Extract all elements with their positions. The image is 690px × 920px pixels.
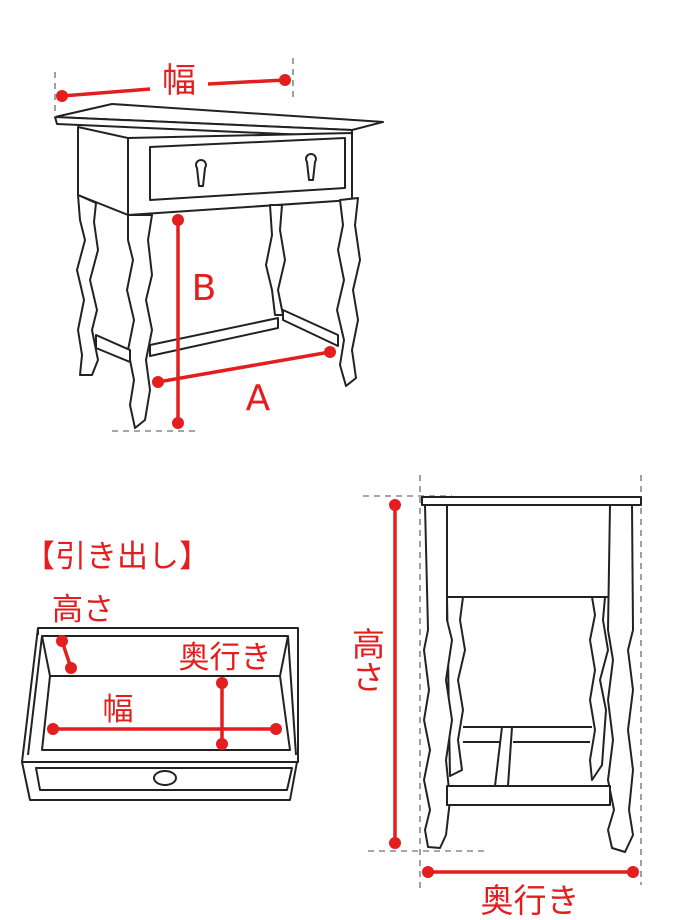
drawer-height-label: 高さ xyxy=(52,592,114,628)
tabletop xyxy=(421,496,642,506)
drawer-knob-icon xyxy=(153,770,177,786)
table-leg xyxy=(76,194,99,376)
table-leg xyxy=(336,197,361,387)
drawer-floor xyxy=(41,675,291,751)
table-front-view: 幅 B A xyxy=(54,58,384,432)
drawer-width-label: 幅 xyxy=(103,692,134,728)
width-label: 幅 xyxy=(162,61,196,101)
keyhole-icon xyxy=(195,159,207,187)
stretcher xyxy=(282,309,339,347)
dimension-a-label: A xyxy=(246,378,271,419)
keyhole-icon xyxy=(305,153,317,181)
drawer-front-recess xyxy=(35,767,293,791)
table-leg xyxy=(423,504,453,849)
drawer-depth-label: 奥行き xyxy=(179,640,272,676)
width-dimension-line xyxy=(207,78,286,86)
table-leg xyxy=(126,214,153,429)
depth-label: 奥行き xyxy=(481,881,580,920)
table-leg xyxy=(607,504,634,853)
stretcher xyxy=(446,785,611,806)
stretcher xyxy=(149,317,279,357)
width-dimension-line xyxy=(61,87,151,98)
drawer-title: 【引き出し】 xyxy=(24,539,210,575)
dimension-b-label: B xyxy=(192,268,217,309)
table-leg-back xyxy=(589,596,609,781)
stretcher xyxy=(95,334,131,363)
front-apron xyxy=(127,132,353,216)
table-side-view: 高さ 奥行き xyxy=(347,475,642,920)
height-label: 高さ xyxy=(347,627,386,693)
drawer-front xyxy=(149,137,346,201)
side-apron xyxy=(446,504,611,598)
table-leg-back xyxy=(446,596,466,777)
dimension-a-line xyxy=(157,350,331,384)
drawer-view: 【引き出し】 高さ 奥行き 幅 xyxy=(21,539,299,801)
table-leg-back xyxy=(265,204,286,316)
